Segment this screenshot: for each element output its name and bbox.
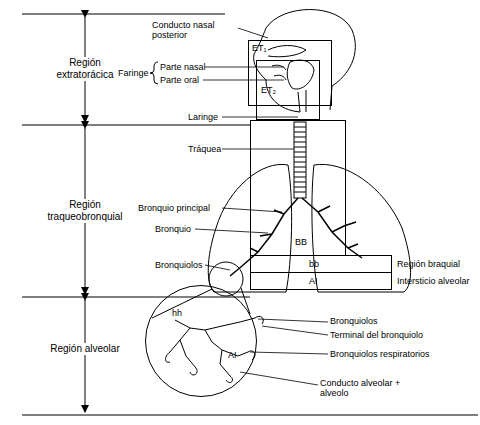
leader-line bbox=[238, 28, 268, 38]
region-code: hh bbox=[172, 308, 182, 318]
region-code: ET₁ bbox=[252, 43, 267, 53]
head-outline bbox=[272, 65, 286, 80]
trachea bbox=[294, 127, 306, 192]
leader-line bbox=[222, 117, 298, 118]
region-divider bbox=[22, 297, 250, 298]
region-box: ET₂ bbox=[256, 60, 320, 120]
leader-line bbox=[205, 67, 284, 68]
part-label: Parte oral bbox=[160, 75, 199, 85]
leader-line bbox=[203, 80, 284, 81]
region-divider bbox=[22, 415, 478, 416]
magnified-circle: hhAI bbox=[145, 285, 257, 397]
region-code: bb bbox=[309, 259, 319, 269]
alveolar-detail bbox=[170, 328, 196, 368]
bronchial-tree bbox=[318, 206, 358, 248]
trachea bbox=[294, 122, 306, 198]
part-label: Laringe bbox=[188, 112, 218, 122]
region-box: BB bbox=[250, 120, 346, 256]
leader-line bbox=[222, 208, 282, 212]
region-name: Región braquial bbox=[397, 259, 460, 269]
region-name: Intersticio alveolar bbox=[397, 276, 470, 286]
region-band: bbRegión braquial bbox=[250, 255, 392, 273]
leader-line bbox=[258, 319, 328, 322]
leader-line bbox=[195, 28, 328, 385]
region-divider bbox=[22, 14, 225, 15]
region-divider bbox=[22, 125, 250, 126]
leader-line bbox=[262, 326, 328, 335]
leader-line bbox=[205, 265, 230, 270]
region-label: Región extratorácica bbox=[40, 57, 130, 81]
part-label: Bronquiolos respiratorios bbox=[330, 349, 430, 359]
head-outline bbox=[287, 60, 314, 89]
head-outline bbox=[298, 90, 306, 112]
part-label: Conducto alveolar + alveolo bbox=[320, 378, 430, 398]
magnifier bbox=[152, 262, 250, 318]
leader-line bbox=[250, 352, 328, 354]
part-label: Bronquio bbox=[155, 224, 191, 234]
alveolar-detail bbox=[166, 316, 264, 382]
region-name: AI bbox=[228, 350, 237, 360]
part-label: Tráquea bbox=[188, 144, 221, 154]
magnifier bbox=[241, 288, 250, 314]
brace bbox=[150, 62, 158, 84]
bronchial-tree bbox=[250, 210, 284, 252]
region-arrow bbox=[85, 300, 86, 412]
part-label: Terminal del bronquiolo bbox=[330, 330, 423, 340]
magnifier bbox=[152, 289, 212, 318]
part-label: Bronquiolos bbox=[155, 260, 203, 270]
region-code: ET₂ bbox=[261, 85, 276, 95]
trachea bbox=[294, 122, 306, 198]
part-label: Bronquiolos bbox=[330, 316, 378, 326]
alveolar-detail bbox=[166, 316, 264, 382]
region-band: AIIntersticio alveolar bbox=[250, 272, 392, 290]
bronchial-tree bbox=[230, 198, 298, 276]
part-label: Parte nasal bbox=[160, 62, 206, 72]
head-outline bbox=[268, 46, 306, 57]
region-label: Región traqueobronquial bbox=[35, 199, 135, 223]
leader-line bbox=[240, 372, 318, 385]
brace bbox=[150, 62, 158, 84]
part-label: Conducto nasal posterior bbox=[152, 20, 242, 40]
part-label: Bronquio principal bbox=[138, 203, 210, 213]
leader-line bbox=[222, 149, 294, 150]
part-label: Faringe bbox=[118, 68, 149, 78]
region-code: BB bbox=[295, 237, 307, 247]
region-divider bbox=[22, 14, 478, 415]
region-code: AI bbox=[309, 276, 318, 286]
region-label: Región alveolar bbox=[45, 343, 125, 355]
alveolar-detail bbox=[175, 318, 255, 330]
alveolar-detail bbox=[220, 350, 248, 376]
lung-outline bbox=[208, 164, 410, 292]
bronchial-tree bbox=[302, 198, 362, 258]
leader-line bbox=[195, 229, 268, 233]
